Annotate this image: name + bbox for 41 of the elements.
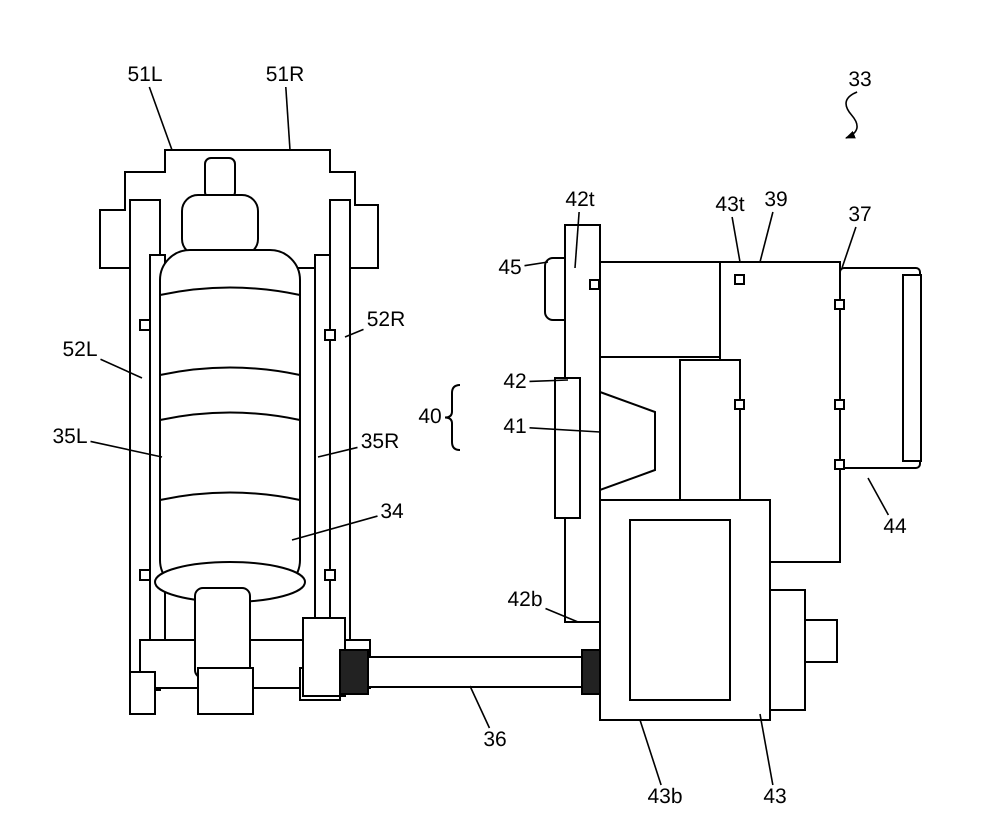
- callout-number: 40: [417, 406, 443, 428]
- callout-number: 43t: [714, 194, 746, 216]
- callout-number: 43: [762, 786, 788, 808]
- callout-number: 35R: [360, 431, 400, 453]
- leader-line: [318, 446, 358, 458]
- callout-number: 42t: [564, 189, 596, 211]
- callout-number: 44: [882, 516, 908, 538]
- leader-line: [529, 427, 600, 433]
- leader-line: [639, 720, 662, 786]
- callout-number: 36: [482, 729, 508, 751]
- callout-number: 42: [502, 371, 528, 393]
- leader-line: [574, 212, 580, 268]
- leader-line: [285, 86, 291, 150]
- leader-line: [90, 440, 162, 458]
- callout-number: 51L: [126, 64, 164, 86]
- leader-line: [100, 358, 142, 379]
- leader-line: [759, 714, 774, 786]
- callout-number: 52R: [366, 309, 406, 331]
- callout-number: 52L: [61, 339, 99, 361]
- leader-line: [731, 216, 741, 262]
- leader-line: [867, 478, 890, 516]
- leader-line: [344, 328, 364, 338]
- leader-line: [545, 608, 578, 623]
- callout-number: 34: [379, 501, 405, 523]
- leader-line: [469, 686, 490, 728]
- callout-number: 42b: [506, 589, 544, 611]
- callout-number: 33: [847, 69, 873, 91]
- leader-line: [845, 91, 858, 139]
- callout-number: 35L: [51, 426, 89, 448]
- leader-line: [529, 379, 568, 382]
- callout-number: 39: [763, 189, 789, 211]
- callout-number: 37: [847, 204, 873, 226]
- leader-line: [841, 226, 857, 268]
- leader-line: [148, 86, 173, 150]
- callout-number: 43b: [646, 786, 684, 808]
- leader-line: [292, 515, 378, 541]
- leader-line: [524, 261, 548, 266]
- callout-number: 51R: [264, 64, 306, 86]
- leader-line: [759, 212, 774, 262]
- callout-number: 45: [497, 257, 523, 279]
- callout-number: 41: [502, 416, 528, 438]
